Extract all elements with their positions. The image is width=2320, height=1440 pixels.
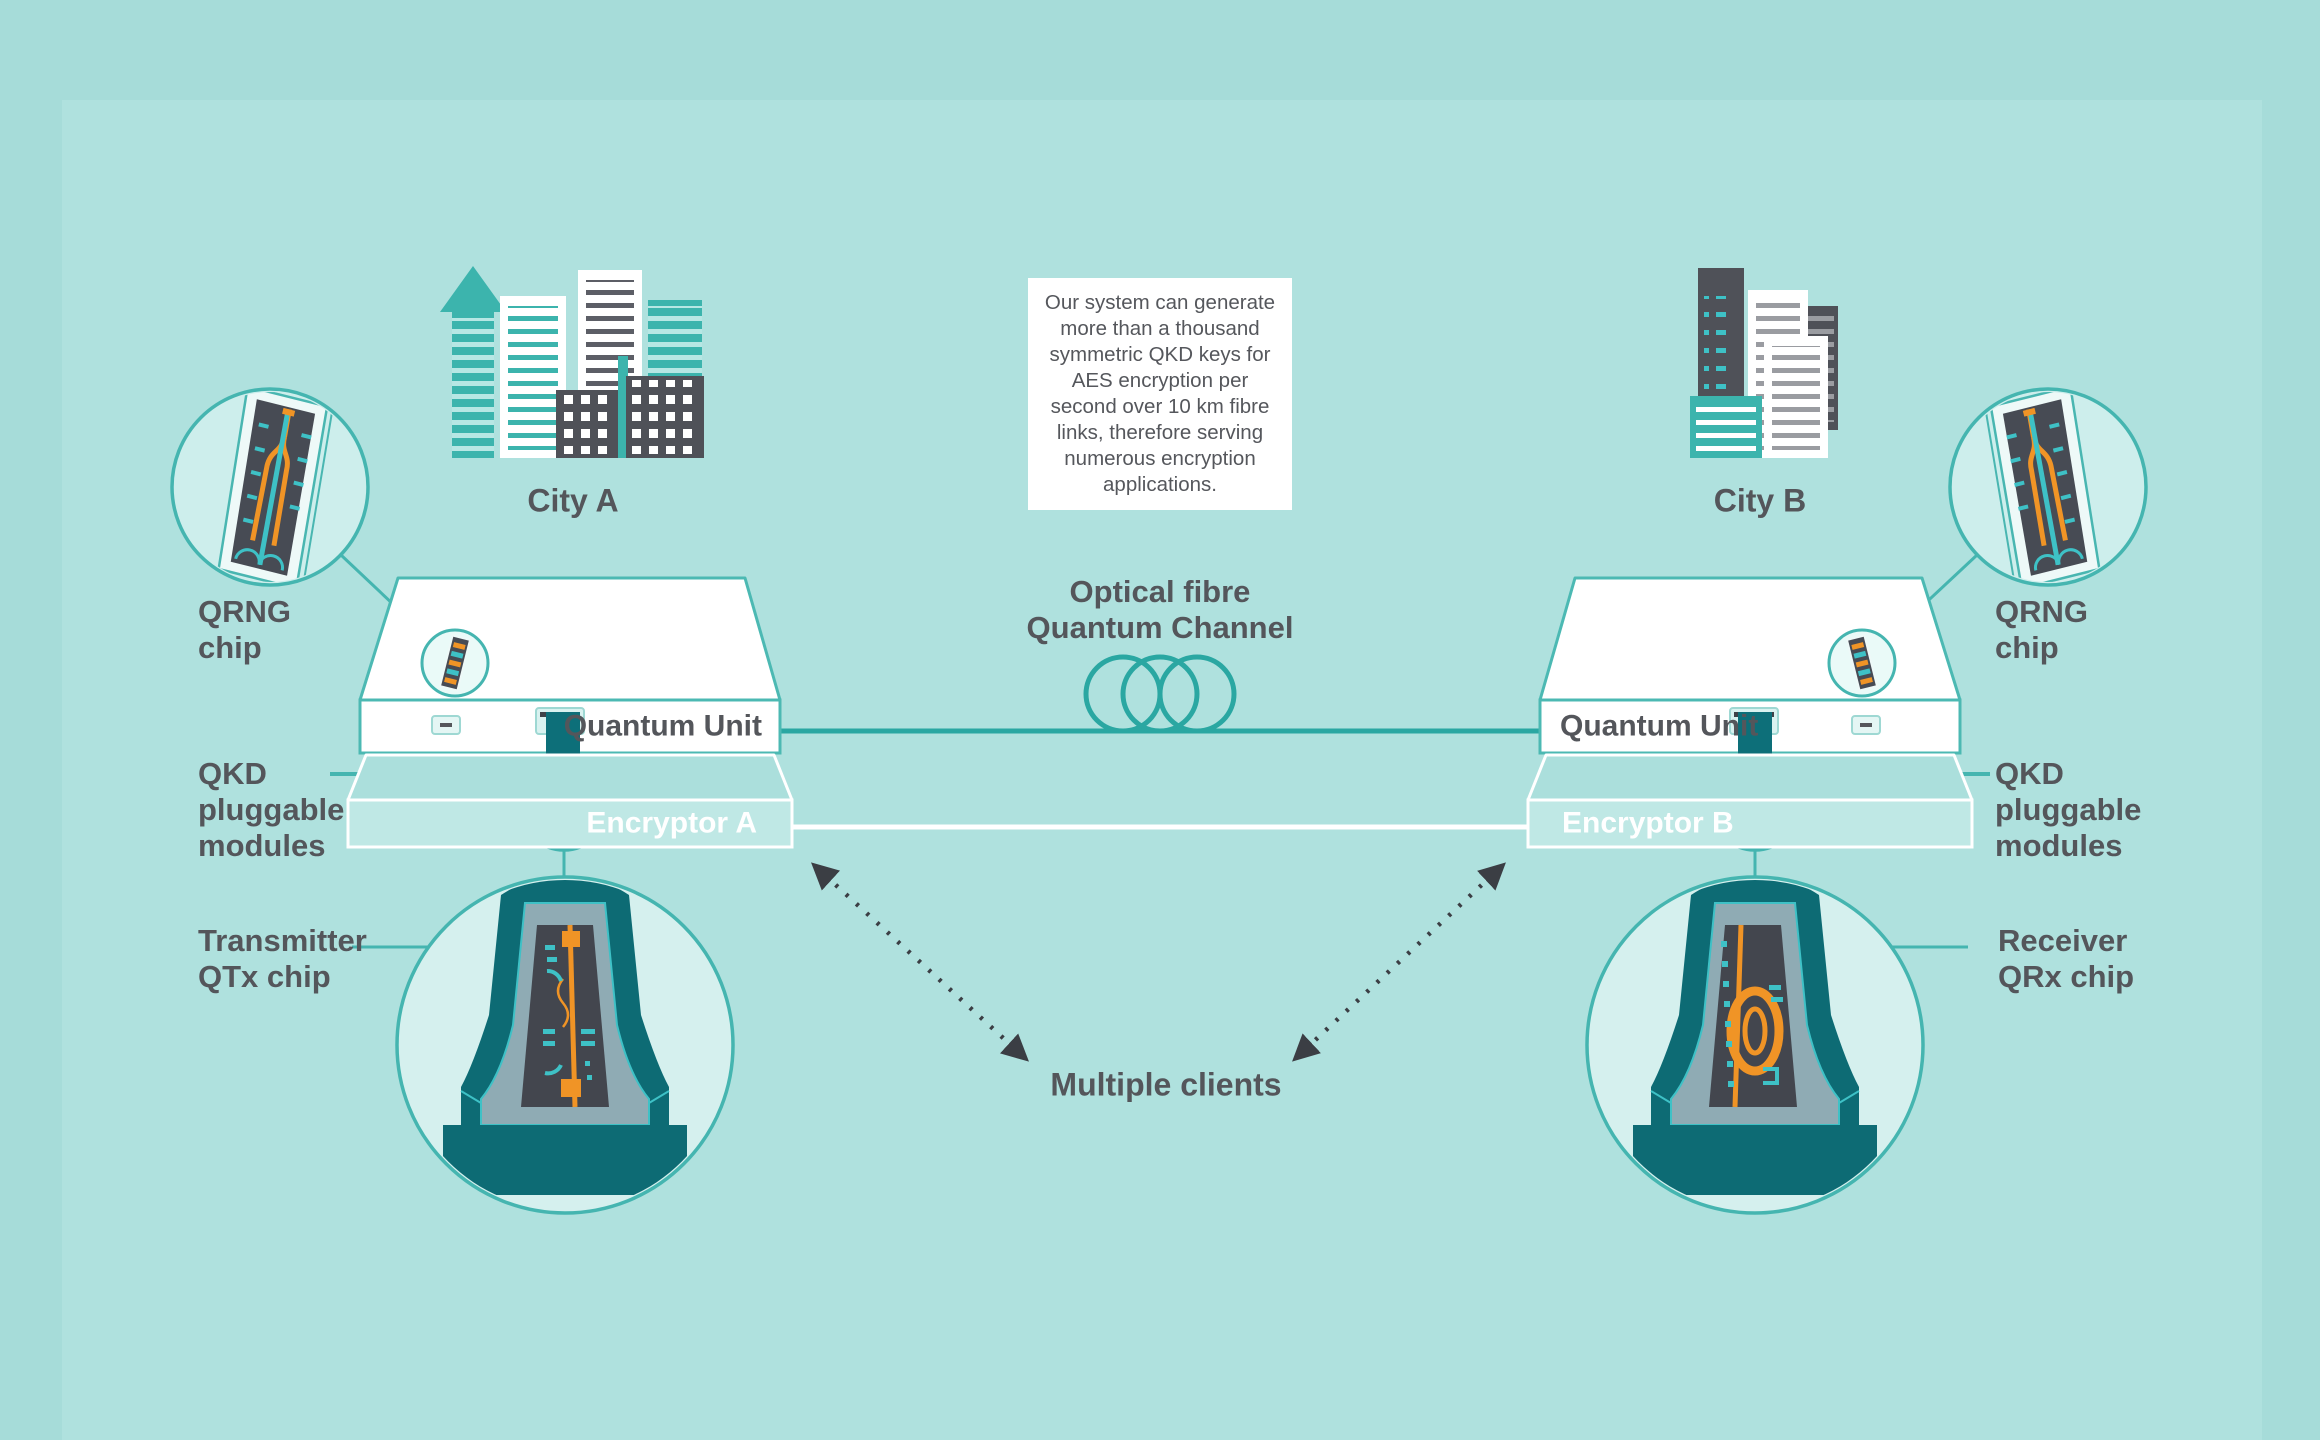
encryptor-a: [346, 753, 794, 849]
qrng-chip-left-label: QRNG chip: [198, 594, 291, 665]
qrng-chip-zoom-left: [170, 387, 370, 587]
clients-arrow-left: [811, 862, 1029, 1062]
front-port-b: [1851, 715, 1881, 735]
transmitter-label: Transmitter QTx chip: [198, 923, 367, 994]
info-box-text: Our system can generate more than a thou…: [1044, 290, 1276, 497]
city-a-icon: [440, 266, 704, 458]
clients-arrow-right: [1292, 862, 1506, 1062]
encryptor-b-label: Encryptor B: [1562, 806, 1734, 840]
qrng-chip-zoom-right: [1948, 387, 2148, 587]
connector-lines: [330, 553, 1990, 949]
city-b-icon: [1690, 268, 1838, 458]
qrx-chip-icon: [1633, 880, 1877, 1195]
front-port-a: [431, 715, 461, 735]
quantum-unit-b-label: Quantum Unit: [1560, 709, 1759, 743]
qrng-chip-icon: [217, 392, 334, 582]
optical-fibre-channel-label: Optical fibre Quantum Channel: [1026, 574, 1294, 645]
encryptor-b: [1526, 753, 1974, 849]
qrng-mini-circle-a: [420, 628, 490, 698]
fibre-coil-icon: [1083, 654, 1237, 734]
multiple-clients-label: Multiple clients: [1050, 1066, 1282, 1103]
qtx-chip-icon: [443, 880, 687, 1195]
qrng-chip-right-label: QRNG chip: [1995, 594, 2088, 665]
quantum-unit-a-label: Quantum Unit: [563, 709, 762, 743]
qrng-mini-circle-b: [1827, 628, 1897, 698]
encryptor-a-label: Encryptor A: [586, 806, 757, 840]
qkd-modules-right-label: QKD pluggable modules: [1995, 756, 2142, 863]
info-box: Our system can generate more than a thou…: [1028, 278, 1292, 510]
receiver-label: Receiver QRx chip: [1998, 923, 2135, 994]
qtx-chip-zoom: [395, 875, 735, 1215]
qrx-chip-zoom: [1585, 875, 1925, 1215]
city-b-label: City B: [1713, 482, 1807, 519]
city-a-label: City A: [527, 482, 619, 519]
qkd-modules-left-label: QKD pluggable modules: [198, 756, 345, 863]
client-arrows: [811, 862, 1506, 1062]
